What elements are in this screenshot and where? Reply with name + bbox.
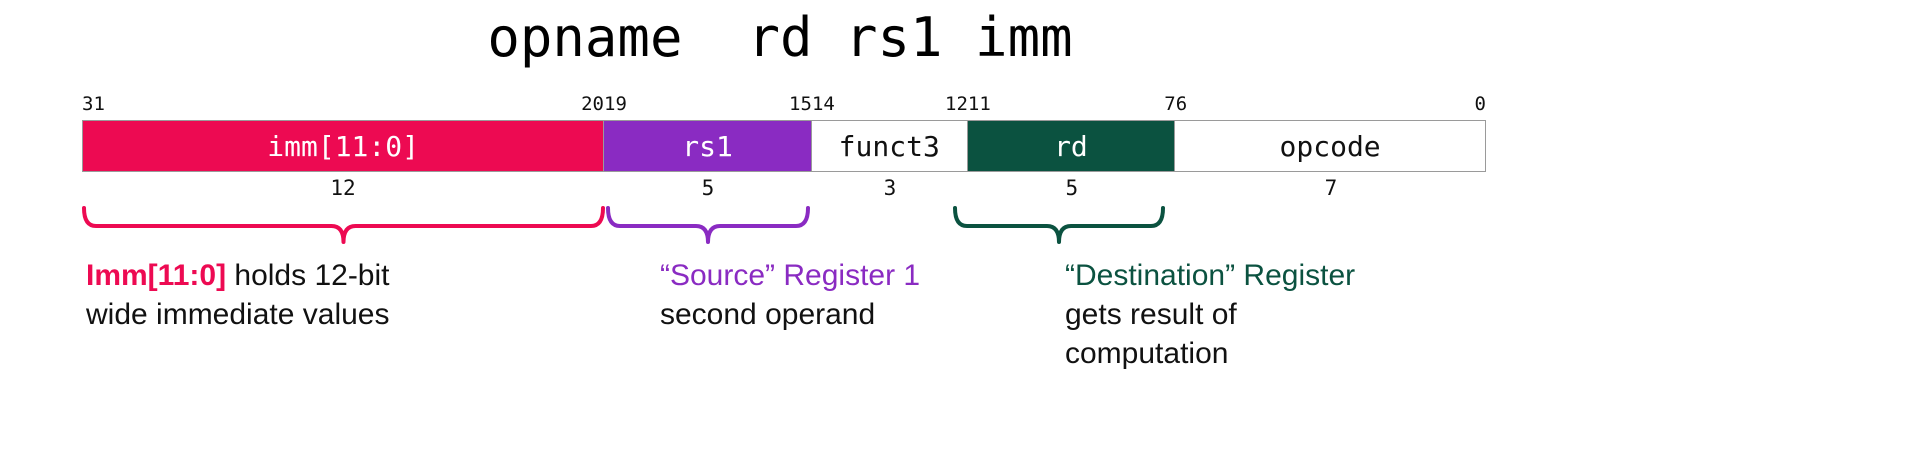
rd-note-line2: gets result of: [1065, 298, 1237, 331]
field-width-rd: 5: [1065, 176, 1079, 200]
rd-note-line1: “Destination” Register: [1065, 256, 1355, 295]
bit-label-0: 0: [1474, 93, 1486, 115]
bit-label-12: 12: [945, 93, 968, 115]
bit-label-11: 11: [967, 93, 991, 115]
rs1-note-emphasis: “Source” Register 1: [660, 259, 921, 292]
field-cell-rs1: rs1: [604, 121, 812, 171]
rs1-note-line1: “Source” Register 1: [660, 256, 920, 295]
bit-label-14: 14: [811, 93, 835, 115]
bit-label-6: 6: [1175, 93, 1188, 115]
rd-note-emphasis: “Destination” Register: [1065, 259, 1356, 292]
bit-label-31: 31: [82, 93, 105, 115]
imm-note-emphasis: Imm[11:0]: [86, 259, 227, 292]
imm-note-line1: Imm[11:0] holds 12-bit: [86, 256, 390, 295]
field-width-rs1: 5: [701, 176, 715, 200]
bit-label-19: 19: [604, 93, 627, 115]
field-width-imm110: 12: [330, 176, 356, 200]
brace-rd-note: [953, 206, 1165, 244]
field-cell-imm110: imm[11:0]: [83, 121, 605, 171]
rs1-note-line2: second operand: [660, 298, 876, 331]
braces-svg: [82, 206, 1165, 244]
rd-note: “Destination” Register gets result of comp…: [1065, 256, 1355, 373]
rs1-note: “Source” Register 1 second operand: [660, 256, 920, 334]
imm-note-line1-rest: holds 12-bit: [226, 259, 390, 292]
field-cell-opcode: opcode: [1175, 121, 1485, 171]
bit-label-7: 7: [1164, 93, 1176, 115]
brace-group: [0, 202, 1920, 254]
brace-imm-note: [82, 206, 605, 244]
field-cell-funct3: funct3: [811, 121, 968, 171]
field-width-opcode: 7: [1324, 176, 1338, 200]
field-cell-rd: rd: [967, 121, 1176, 171]
instruction-title: opname rd rs1 imm: [487, 6, 1073, 69]
bit-label-15: 15: [789, 93, 812, 115]
brace-rs1-note: [606, 206, 810, 244]
imm-note-line2: wide immediate values: [86, 298, 390, 331]
bit-label-20: 20: [581, 93, 604, 115]
rd-note-line3: computation: [1065, 337, 1229, 370]
field-width-funct3: 3: [883, 176, 897, 200]
field-width-row: 12 5 3 5 7: [82, 174, 1486, 202]
